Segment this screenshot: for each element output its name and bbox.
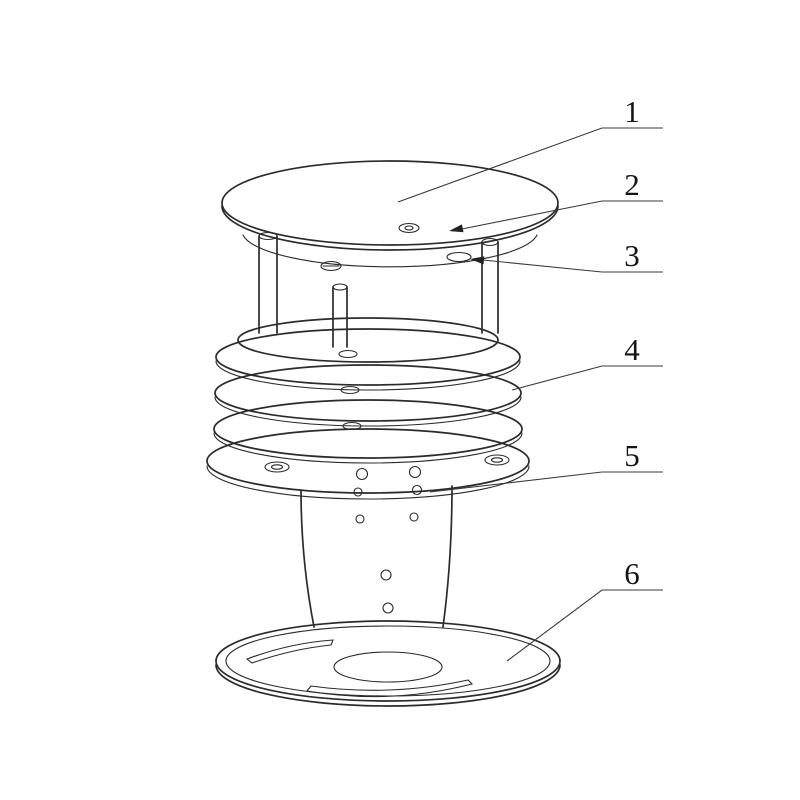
- body-hole-icon: [411, 484, 423, 496]
- leader-line-1: [397, 127, 663, 203]
- louver-plate-2: [214, 364, 522, 422]
- callout-5: 5: [429, 438, 663, 493]
- callout-1: 1: [397, 94, 663, 203]
- louver-plate-1-rim: [215, 360, 521, 391]
- callout-label-6: 6: [624, 556, 640, 591]
- body-hole-icon: [382, 602, 394, 614]
- base-center-hole: [333, 651, 443, 683]
- bolt-hole-icon: [264, 461, 290, 473]
- body-hole-icon: [355, 467, 369, 481]
- bolt-hole-icon: [484, 454, 510, 466]
- body-hole-icon: [353, 487, 363, 497]
- leader-arrow-icon: [470, 256, 485, 265]
- base-thickness: [215, 664, 561, 707]
- top-cover-rim: [221, 205, 559, 251]
- base-slot-left: [245, 639, 334, 664]
- post-middle: [332, 286, 348, 348]
- louver-plate-3-rim: [213, 432, 523, 464]
- leader-line-6: [506, 589, 663, 662]
- support-posts: [258, 231, 499, 348]
- leader-arrow-icon: [449, 224, 464, 233]
- screw-center-icon: [404, 225, 414, 231]
- body-hole-icon: [380, 569, 392, 581]
- louver-plate-3: [213, 399, 523, 459]
- callout-4: 4: [511, 332, 663, 391]
- louver-hole-icon: [338, 349, 358, 359]
- callout-label-1: 1: [624, 94, 640, 129]
- shield-bottom-rim: [206, 465, 530, 500]
- base-slot-bottom: [305, 679, 474, 698]
- base-inner-rim: [225, 625, 551, 697]
- callout-2: 2: [449, 167, 663, 233]
- callouts: 1 2 3 4 5 6: [397, 94, 663, 662]
- callout-label-5: 5: [624, 438, 640, 473]
- callout-3: 3: [470, 238, 663, 273]
- shield-bottom-disc: [206, 428, 530, 494]
- device-drawing: [206, 160, 561, 707]
- top-cover-dome: [221, 160, 559, 246]
- mounting-hole-icon: [446, 251, 472, 263]
- body-hole-icon: [355, 514, 365, 524]
- louver-shield: [206, 317, 530, 500]
- bolt-hole-center-icon: [270, 464, 284, 470]
- top-cover: [221, 160, 559, 272]
- body-left-edge: [300, 489, 315, 628]
- base-outer-rim: [215, 620, 561, 702]
- leader-line-3: [472, 258, 663, 273]
- callout-label-3: 3: [624, 238, 640, 273]
- body-hole-icon: [408, 465, 422, 479]
- top-cover-underside: [242, 234, 538, 268]
- post-left: [258, 235, 278, 334]
- sensor-body: [300, 465, 453, 628]
- body-right-edge: [442, 485, 453, 628]
- leader-line-5: [429, 471, 663, 493]
- leader-line-4: [511, 365, 663, 391]
- callout-label-2: 2: [624, 167, 640, 202]
- post-top-middle: [332, 283, 348, 291]
- base-plate: [215, 620, 561, 707]
- louver-plate-2-rim: [214, 396, 522, 427]
- leader-line-2: [451, 200, 663, 232]
- louver-plate-1: [215, 328, 521, 386]
- louver-top-ring: [237, 317, 499, 363]
- screw-icon: [320, 260, 342, 272]
- screw-icon: [398, 222, 420, 234]
- body-hole-icon: [409, 512, 419, 522]
- bolt-hole-center-icon: [490, 457, 504, 463]
- louver-hole-icon: [340, 385, 360, 395]
- callout-label-4: 4: [624, 332, 640, 367]
- callout-6: 6: [506, 556, 663, 662]
